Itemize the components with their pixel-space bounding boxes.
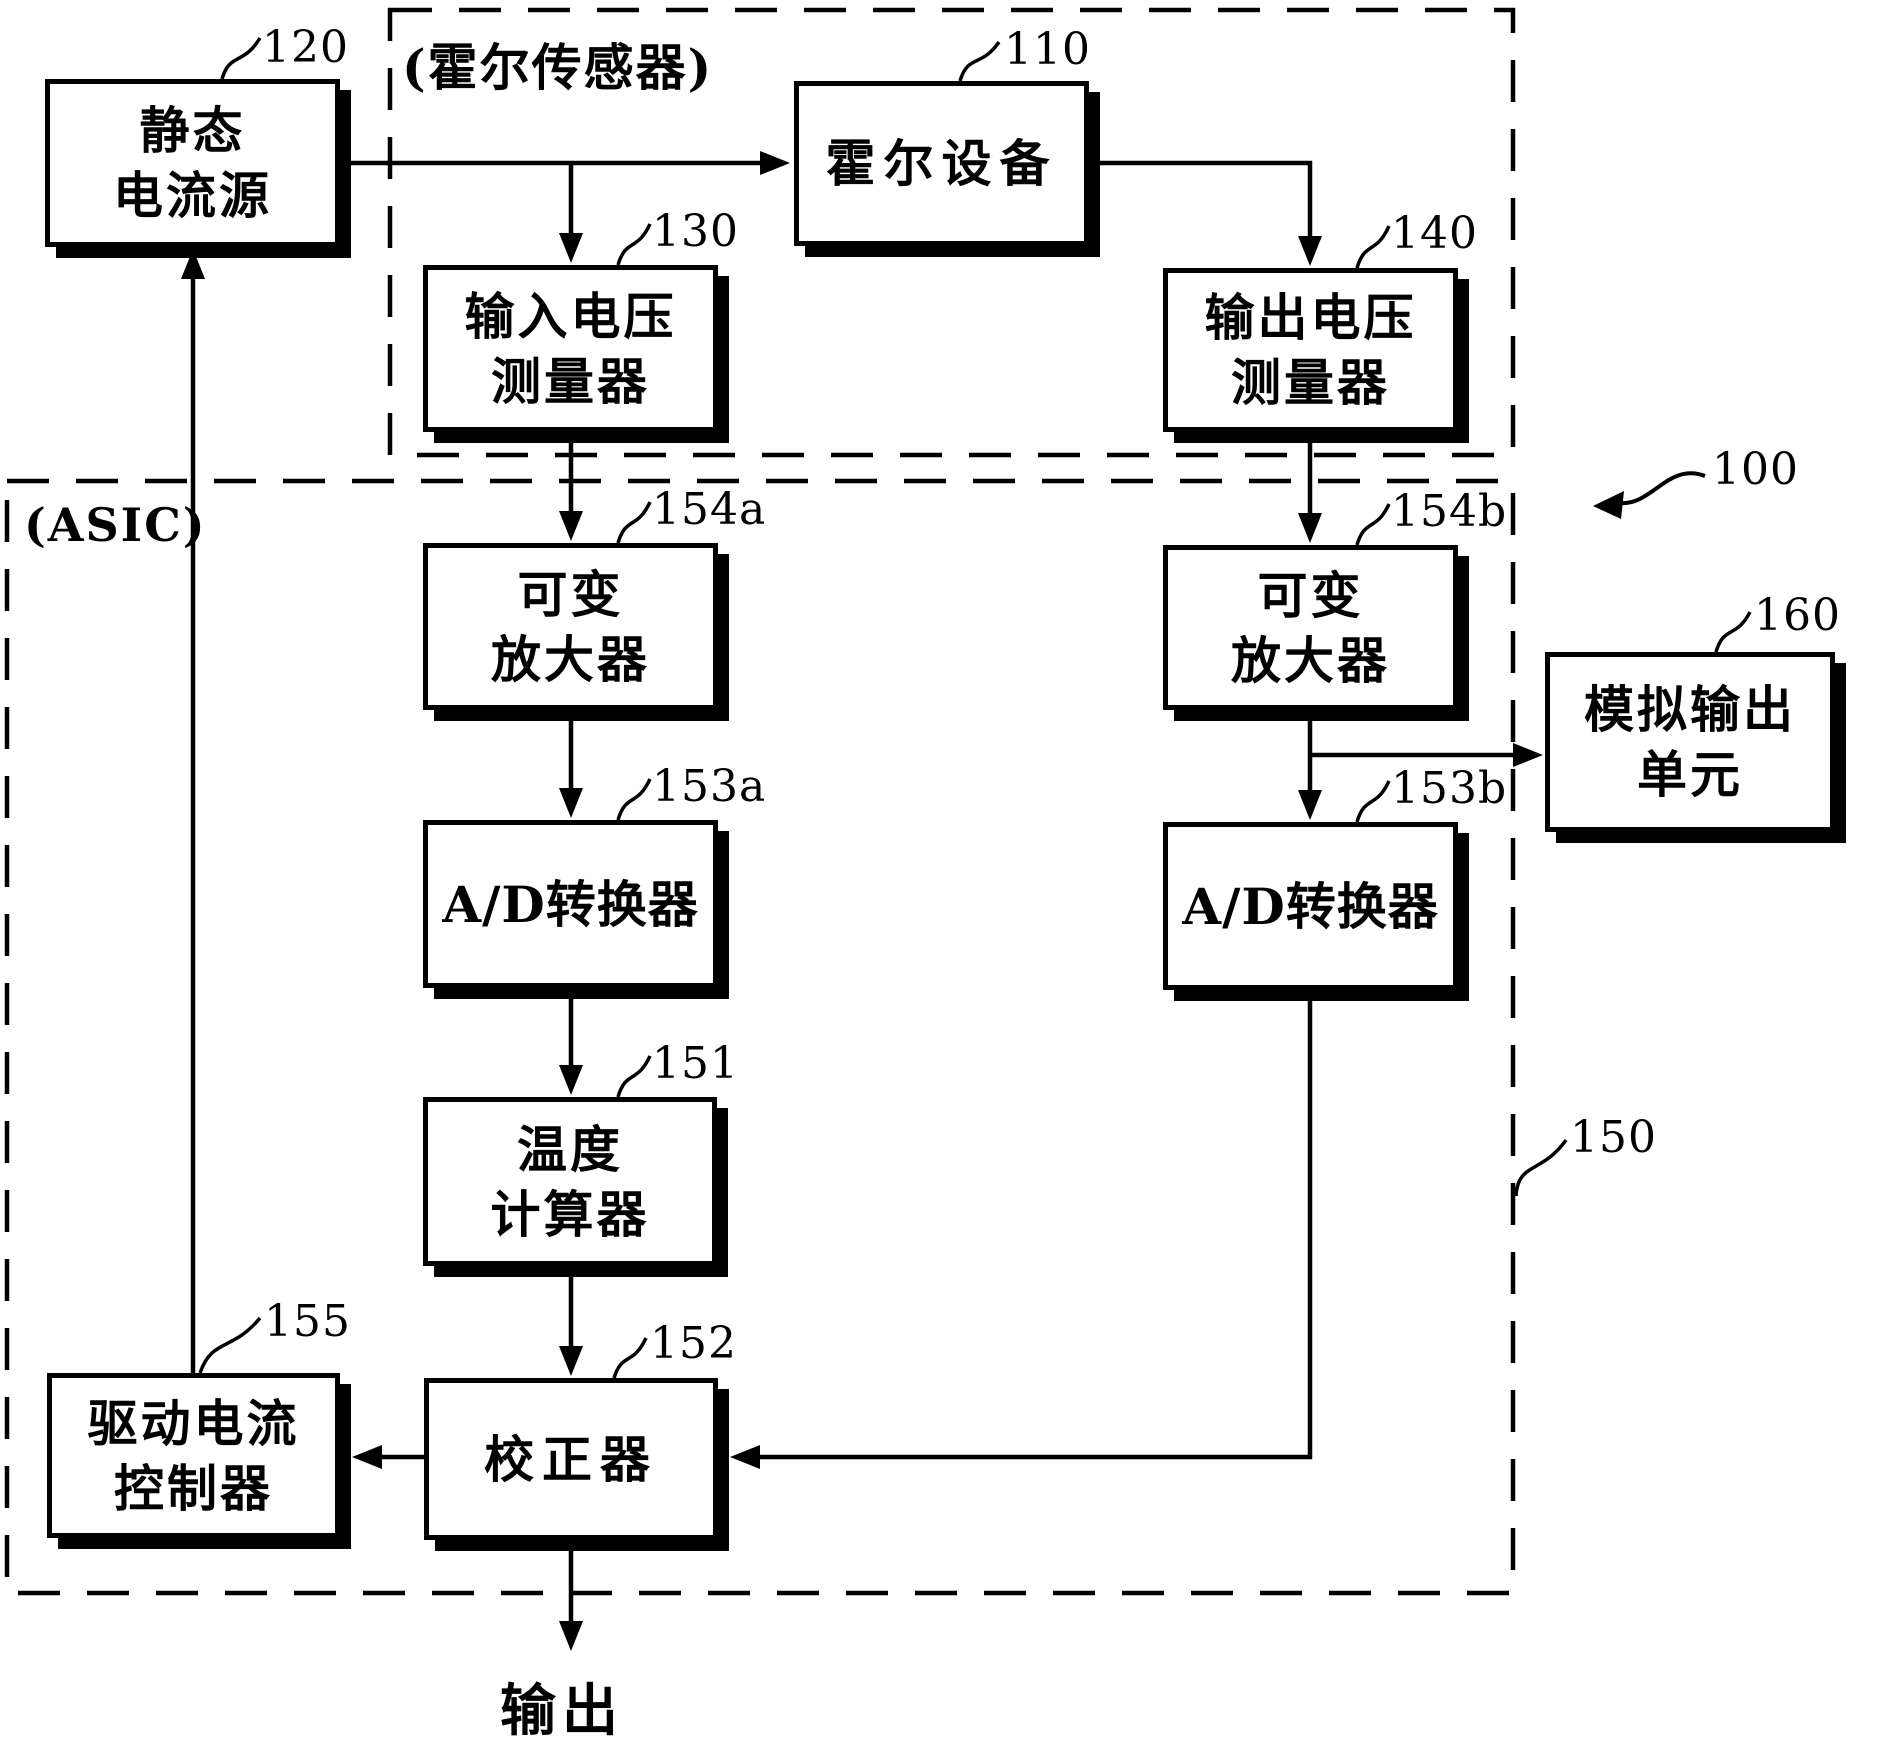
hall-sensor-group-label: (霍尔传感器) xyxy=(402,38,714,97)
block-ad-converter-a: A/D转换器 xyxy=(423,820,718,988)
block-label-line: 输入电压 xyxy=(464,286,677,346)
block-label-line: 测量器 xyxy=(1231,353,1390,412)
arrowheads xyxy=(181,151,1543,1651)
ref-label-ad-converter-a: 153a xyxy=(652,761,767,812)
ref-label-system-100: 100 xyxy=(1712,444,1799,495)
asic-group-label: (ASIC) xyxy=(24,498,207,552)
block-label-line: 驱动电流 xyxy=(87,1393,300,1453)
block-label-line: 可变 xyxy=(1257,565,1364,625)
block-analog-output-unit: 模拟输出 单元 xyxy=(1545,652,1835,832)
block-label-line: A/D转换器 xyxy=(442,874,699,934)
ref-label-input-voltage-measurer: 130 xyxy=(652,206,739,257)
block-label-line: 霍尔设备 xyxy=(825,134,1058,193)
block-label-line: 测量器 xyxy=(491,351,650,411)
block-label-line: A/D转换器 xyxy=(1182,876,1439,936)
ref-label-variable-amplifier-b: 154b xyxy=(1391,486,1508,537)
ref-label-static-current-source: 120 xyxy=(262,22,349,73)
block-ad-converter-b: A/D转换器 xyxy=(1163,822,1458,990)
block-label-line: 放大器 xyxy=(1231,630,1390,690)
block-output-voltage-measurer: 输出电压 测量器 xyxy=(1163,268,1458,432)
leader-squiggles xyxy=(198,37,1752,1379)
block-label-line: 控制器 xyxy=(114,1458,273,1518)
ref-label-variable-amplifier-a: 154a xyxy=(652,484,767,535)
block-label-line: 校正器 xyxy=(484,1429,658,1489)
ref-label-ad-converter-b: 153b xyxy=(1391,763,1508,814)
block-drive-current-controller: 驱动电流 控制器 xyxy=(47,1373,340,1538)
system-callout-arrow xyxy=(1593,471,1706,519)
ref-label-analog-output-unit: 160 xyxy=(1754,590,1841,641)
ref-label-corrector: 152 xyxy=(650,1318,737,1369)
block-temperature-calculator: 温度 计算器 xyxy=(423,1097,717,1266)
block-label-line: 电流源 xyxy=(113,166,272,225)
block-label-line: 单元 xyxy=(1637,745,1743,804)
block-static-current-source: 静态 电流源 xyxy=(45,79,340,247)
block-hall-device: 霍尔设备 xyxy=(794,81,1089,246)
block-input-voltage-measurer: 输入电压 测量器 xyxy=(423,265,718,432)
ref-label-hall-device: 110 xyxy=(1004,24,1091,75)
block-label-line: 放大器 xyxy=(491,629,650,689)
block-label-line: 输出电压 xyxy=(1204,288,1417,347)
hall-sensor-dashed-boundary xyxy=(387,7,1516,458)
block-label-line: 模拟输出 xyxy=(1584,680,1796,739)
block-label-line: 可变 xyxy=(517,564,624,624)
block-label-line: 计算器 xyxy=(490,1184,650,1244)
block-label-line: 静态 xyxy=(139,101,246,160)
block-variable-amplifier-b: 可变 放大器 xyxy=(1163,545,1458,710)
ref-label-drive-current-controller: 155 xyxy=(264,1296,351,1347)
block-variable-amplifier-a: 可变 放大器 xyxy=(423,543,718,710)
block-label-line: 温度 xyxy=(517,1119,623,1179)
ref-label-output-voltage-measurer: 140 xyxy=(1391,208,1478,259)
ref-label-temperature-calculator: 151 xyxy=(652,1038,739,1089)
output-terminal-label: 输出 xyxy=(500,1678,624,1739)
connector-lines xyxy=(190,160,1515,1625)
ref-label-asic-150: 150 xyxy=(1570,1112,1657,1163)
block-corrector: 校正器 xyxy=(424,1378,718,1540)
